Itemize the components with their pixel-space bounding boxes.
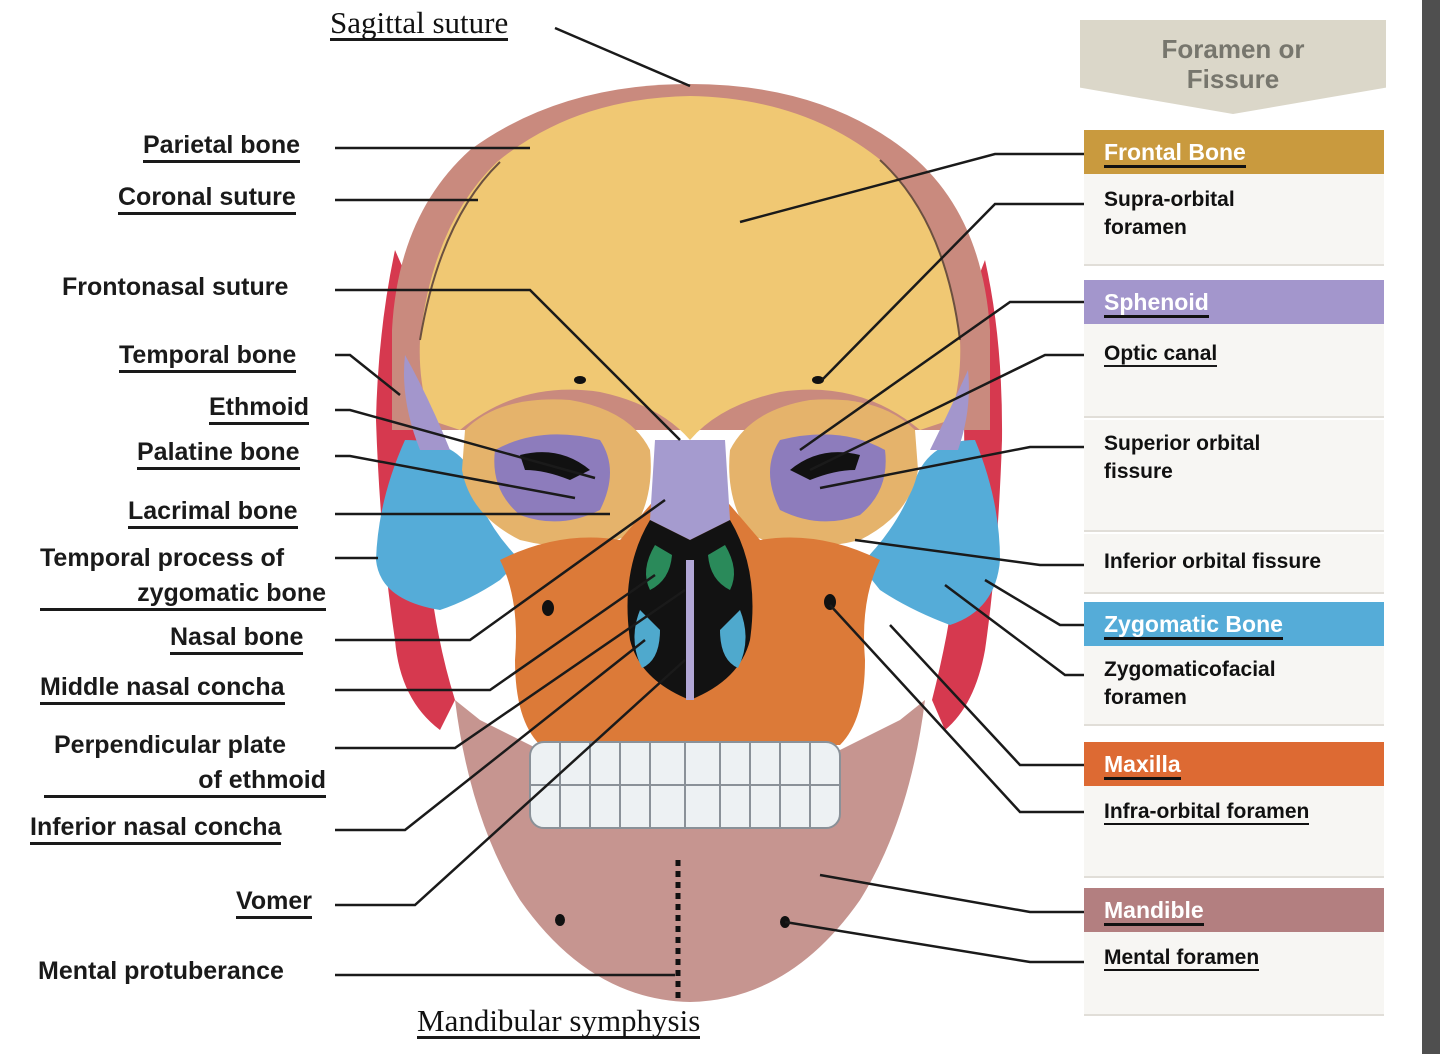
maxilla-title: Maxilla [1104, 751, 1181, 780]
zygomatic-bone-title: Zygomatic Bone [1104, 611, 1283, 640]
mandible-bar: Mandible [1084, 888, 1384, 932]
inferior-nasal-concha-label: Inferior nasal concha [30, 812, 282, 845]
infraorbital-foramen-label: Infra-orbital foramen [1104, 800, 1310, 825]
frontal-bone-title: Frontal Bone [1104, 139, 1246, 168]
supraorbital-foramen-label: Supra-orbital foramen [1104, 188, 1235, 239]
temporal-process-label-line1: Temporal process of [40, 544, 285, 572]
coronal-suture-label: Coronal suture [118, 182, 296, 215]
lacrimal-bone-label: Lacrimal bone [128, 496, 298, 529]
infraorbital-cell: Infra-orbital foramen [1084, 786, 1384, 878]
header-line2: Fissure [1186, 64, 1280, 94]
sagittal-suture-label: Sagittal suture [330, 5, 509, 41]
frontal-bone-shape [419, 96, 961, 440]
inferior-orbital-fissure-label: Inferior orbital fissure [1104, 550, 1322, 573]
zygomatic-left-shape [376, 440, 520, 610]
middle-nasal-concha-label: Middle nasal concha [40, 672, 285, 705]
zygomaticofacial-foramen-label: Zygomaticofacial foramen [1104, 658, 1276, 709]
sphenoid-bar: Sphenoid [1084, 280, 1384, 324]
zygomatic-bone-bar: Zygomatic Bone [1084, 602, 1384, 646]
frontonasal-suture-label: Frontonasal suture [62, 273, 289, 301]
inferior-orbital-cell: Inferior orbital fissure [1084, 534, 1384, 594]
frontal-bone-bar: Frontal Bone [1084, 130, 1384, 174]
mandible-title: Mandible [1104, 897, 1204, 926]
optic-canal-cell: Optic canal [1084, 324, 1384, 418]
zygomaticofacial-cell: Zygomaticofacial foramen [1084, 646, 1384, 726]
palatine-bone-label: Palatine bone [137, 437, 300, 470]
frontal-items-cell: Supra-orbital foramen [1084, 174, 1384, 266]
header-line1: Foramen or [1161, 34, 1305, 64]
superior-orbital-fissure-label: Superior orbital fissure [1104, 432, 1261, 483]
vomer-label: Vomer [236, 886, 312, 919]
parietal-bone-label: Parietal bone [143, 130, 300, 163]
nasal-bone-shape [650, 440, 730, 540]
nasal-bone-label: Nasal bone [170, 622, 304, 655]
perpendicular-plate-label-line1: Perpendicular plate [54, 731, 287, 759]
perpendicular-plate-label-line2: of ethmoid [44, 765, 326, 798]
window-edge [1422, 0, 1440, 1054]
superior-orbital-cell: Superior orbital fissure [1084, 420, 1384, 532]
mental-protuberance-label: Mental protuberance [38, 957, 284, 985]
temporal-process-label-line2: zygomatic bone [40, 578, 326, 611]
mental-foramen-cell: Mental foramen [1084, 932, 1384, 1016]
ethmoid-label: Ethmoid [209, 392, 309, 425]
sphenoid-title: Sphenoid [1104, 289, 1209, 318]
mental-foramen-label: Mental foramen [1104, 946, 1260, 971]
maxilla-bar: Maxilla [1084, 742, 1384, 786]
temporal-bone-label: Temporal bone [119, 340, 297, 373]
mandibular-symphysis-label: Mandibular symphysis [417, 1003, 701, 1039]
optic-canal-label: Optic canal [1104, 342, 1218, 367]
zygomatic-right-shape [860, 440, 1000, 625]
